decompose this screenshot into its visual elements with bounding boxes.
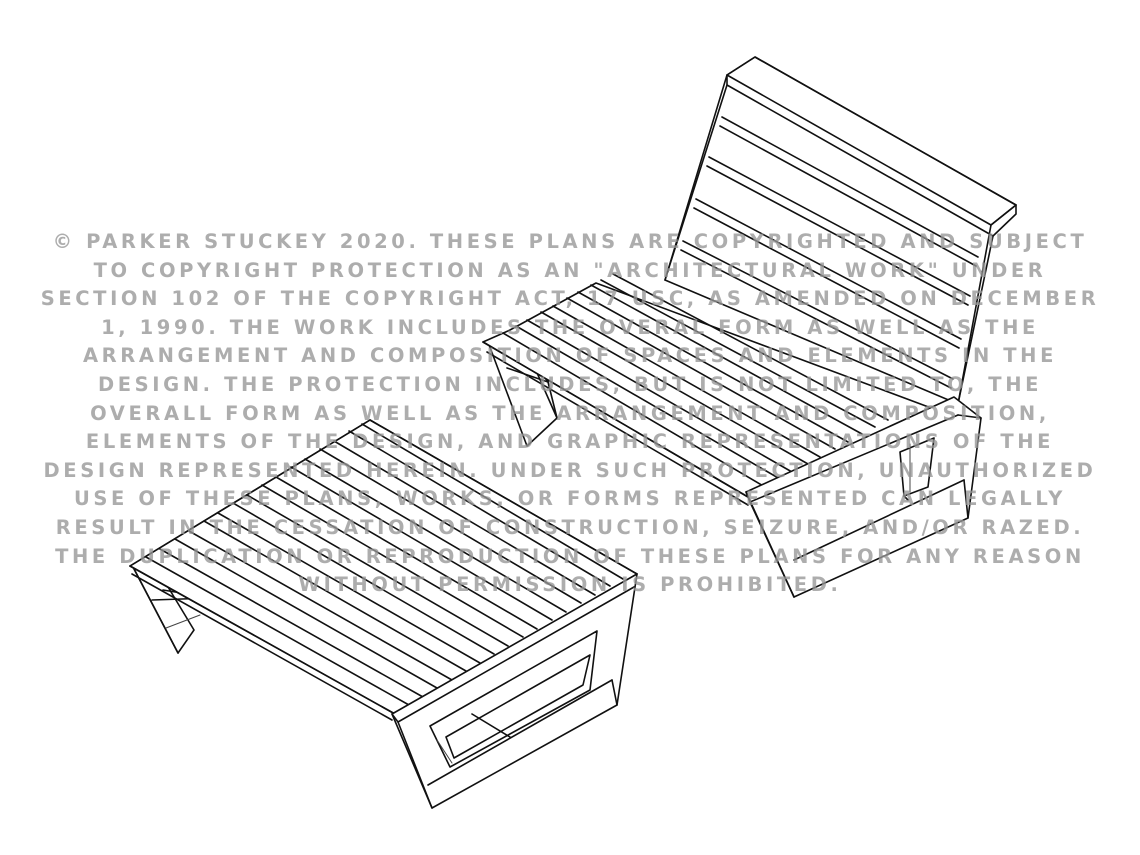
chair-seat bbox=[482, 273, 951, 506]
ottoman-near-side-frame bbox=[391, 573, 638, 809]
chair-near-side-frame bbox=[745, 396, 982, 598]
ottoman bbox=[129, 419, 638, 809]
lounge-chair bbox=[482, 56, 1017, 598]
chair-backrest bbox=[664, 56, 1017, 405]
ottoman-seat bbox=[129, 419, 638, 721]
